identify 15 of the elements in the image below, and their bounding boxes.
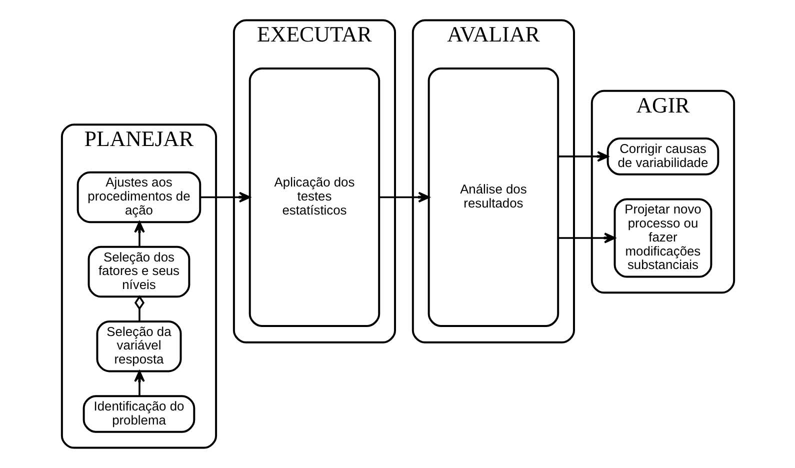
node-box: Análise dos resultados [427, 67, 559, 327]
arrow [200, 192, 250, 203]
node-box: Identificação do problema [82, 395, 195, 433]
arrow [134, 221, 144, 247]
node-box: Seleção dos fatores e seus níveis [87, 246, 190, 298]
arrow [558, 151, 608, 162]
node-box: Corrigir causas de variabilidade [606, 138, 719, 176]
arrow [558, 232, 616, 244]
arrow [134, 370, 144, 396]
arrow [378, 192, 430, 203]
node-box: Ajustes aos procedimentos de ação [76, 171, 201, 224]
node-box: Seleção da variável resposta [96, 320, 182, 372]
node-box: Aplicação dos testes estatísticos [248, 67, 380, 327]
connector [134, 295, 144, 322]
node-box: Projetar novo processo ou fazer modificações substanciais [613, 198, 712, 278]
